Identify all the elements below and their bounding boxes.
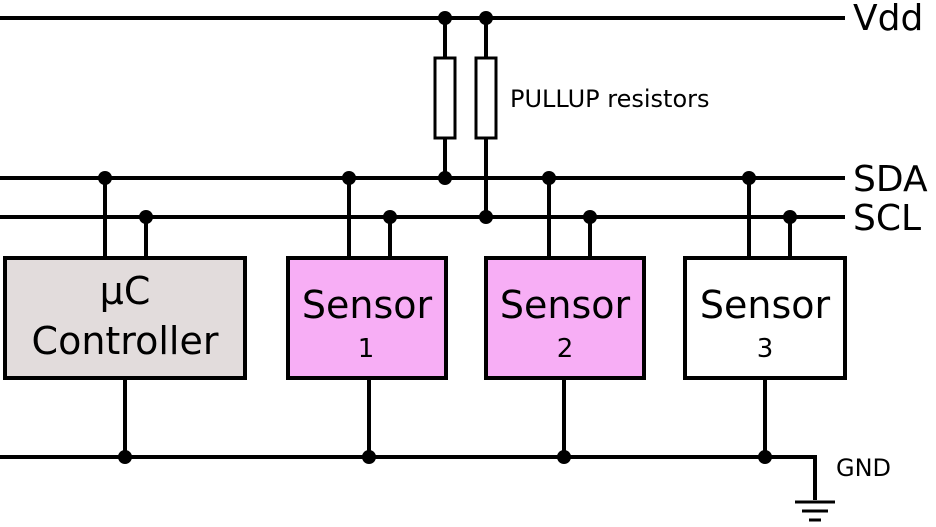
scl-label: SCL bbox=[853, 198, 921, 239]
junction-dot bbox=[479, 11, 493, 25]
junction-dot bbox=[438, 11, 452, 25]
ground-symbol-icon bbox=[795, 500, 835, 522]
controller-line2: Controller bbox=[32, 319, 219, 363]
sensor-2-block: Sensor 2 bbox=[484, 256, 646, 380]
controller-block: µC Controller bbox=[3, 256, 247, 380]
sensor-2-title: Sensor bbox=[500, 283, 631, 327]
junction-dot bbox=[583, 210, 597, 224]
sensor-3-title: Sensor bbox=[700, 283, 831, 327]
junction-dot bbox=[342, 171, 356, 185]
junction-dot bbox=[383, 210, 397, 224]
sensor-3-number: 3 bbox=[757, 334, 774, 364]
junction-dot bbox=[362, 450, 376, 464]
junction-dots bbox=[98, 11, 797, 464]
controller-line1: µC bbox=[100, 269, 151, 313]
junction-dot bbox=[438, 171, 452, 185]
sensor-1-block: Sensor 1 bbox=[286, 256, 448, 380]
junction-dot bbox=[98, 171, 112, 185]
junction-dot bbox=[557, 450, 571, 464]
junction-dot bbox=[742, 171, 756, 185]
junction-dot bbox=[783, 210, 797, 224]
gnd-label: GND bbox=[836, 454, 891, 482]
junction-dot bbox=[758, 450, 772, 464]
sensor-1-number: 1 bbox=[358, 334, 375, 364]
pullup-label: PULLUP resistors bbox=[510, 85, 710, 113]
junction-dot bbox=[479, 210, 493, 224]
junction-dot bbox=[118, 450, 132, 464]
sensor-3-block: Sensor 3 bbox=[683, 256, 847, 380]
sensor-1-title: Sensor bbox=[302, 283, 433, 327]
pullup-resistor-scl bbox=[474, 18, 498, 217]
gnd-line bbox=[0, 455, 817, 500]
junction-dot bbox=[139, 210, 153, 224]
vdd-label: Vdd bbox=[853, 0, 923, 39]
junction-dot bbox=[542, 171, 556, 185]
sda-label: SDA bbox=[853, 159, 928, 200]
pullup-resistor-sda bbox=[433, 18, 457, 178]
sensor-2-number: 2 bbox=[557, 334, 574, 364]
